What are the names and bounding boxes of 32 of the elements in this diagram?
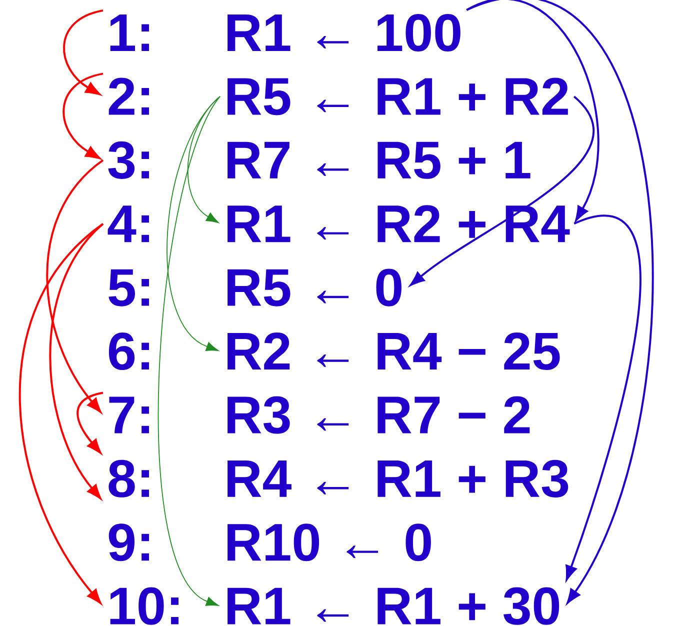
arrow [63, 10, 104, 96]
line-number: 9: [108, 524, 150, 562]
instruction-text: R5 ← 0 [228, 268, 402, 306]
line-number: 5: [108, 269, 150, 306]
instruction-text: R2 ← R4 − 25 [228, 332, 560, 370]
arrow [410, 96, 594, 286]
arrow [566, 215, 642, 580]
arrow [62, 72, 104, 160]
arrow [49, 223, 104, 500]
instruction-text: R1 ← R2 + R4 [228, 205, 570, 242]
arrow [18, 223, 104, 604]
line-number: 4: [108, 206, 150, 242]
instruction-text: R4 ← R1 + R3 [228, 460, 568, 498]
instruction-text: R5 ← R1 + R2 [228, 78, 568, 116]
instruction-text: R1 ← R1 + 30 [228, 587, 560, 625]
arrow [76, 392, 104, 454]
instruction-text: R10 ← 0 [228, 524, 431, 562]
arrow [46, 159, 104, 413]
line-number: 6: [108, 332, 150, 370]
line-number: 3: [108, 141, 150, 179]
arrow [466, 0, 600, 221]
instruction-text: R3 ← R7 − 2 [228, 396, 530, 434]
line-number: 7: [109, 396, 150, 434]
line-number: 1: [110, 14, 150, 51]
line-number: 8: [108, 460, 150, 498]
arrow [166, 96, 220, 352]
line-number: 10: [110, 587, 178, 625]
arrow [466, 0, 654, 604]
instruction-text: R1 ← 100 [228, 14, 460, 52]
line-number: 2: [108, 78, 150, 115]
instruction-text: R7 ← R5 + 1 [228, 142, 530, 179]
arrow [158, 96, 220, 606]
